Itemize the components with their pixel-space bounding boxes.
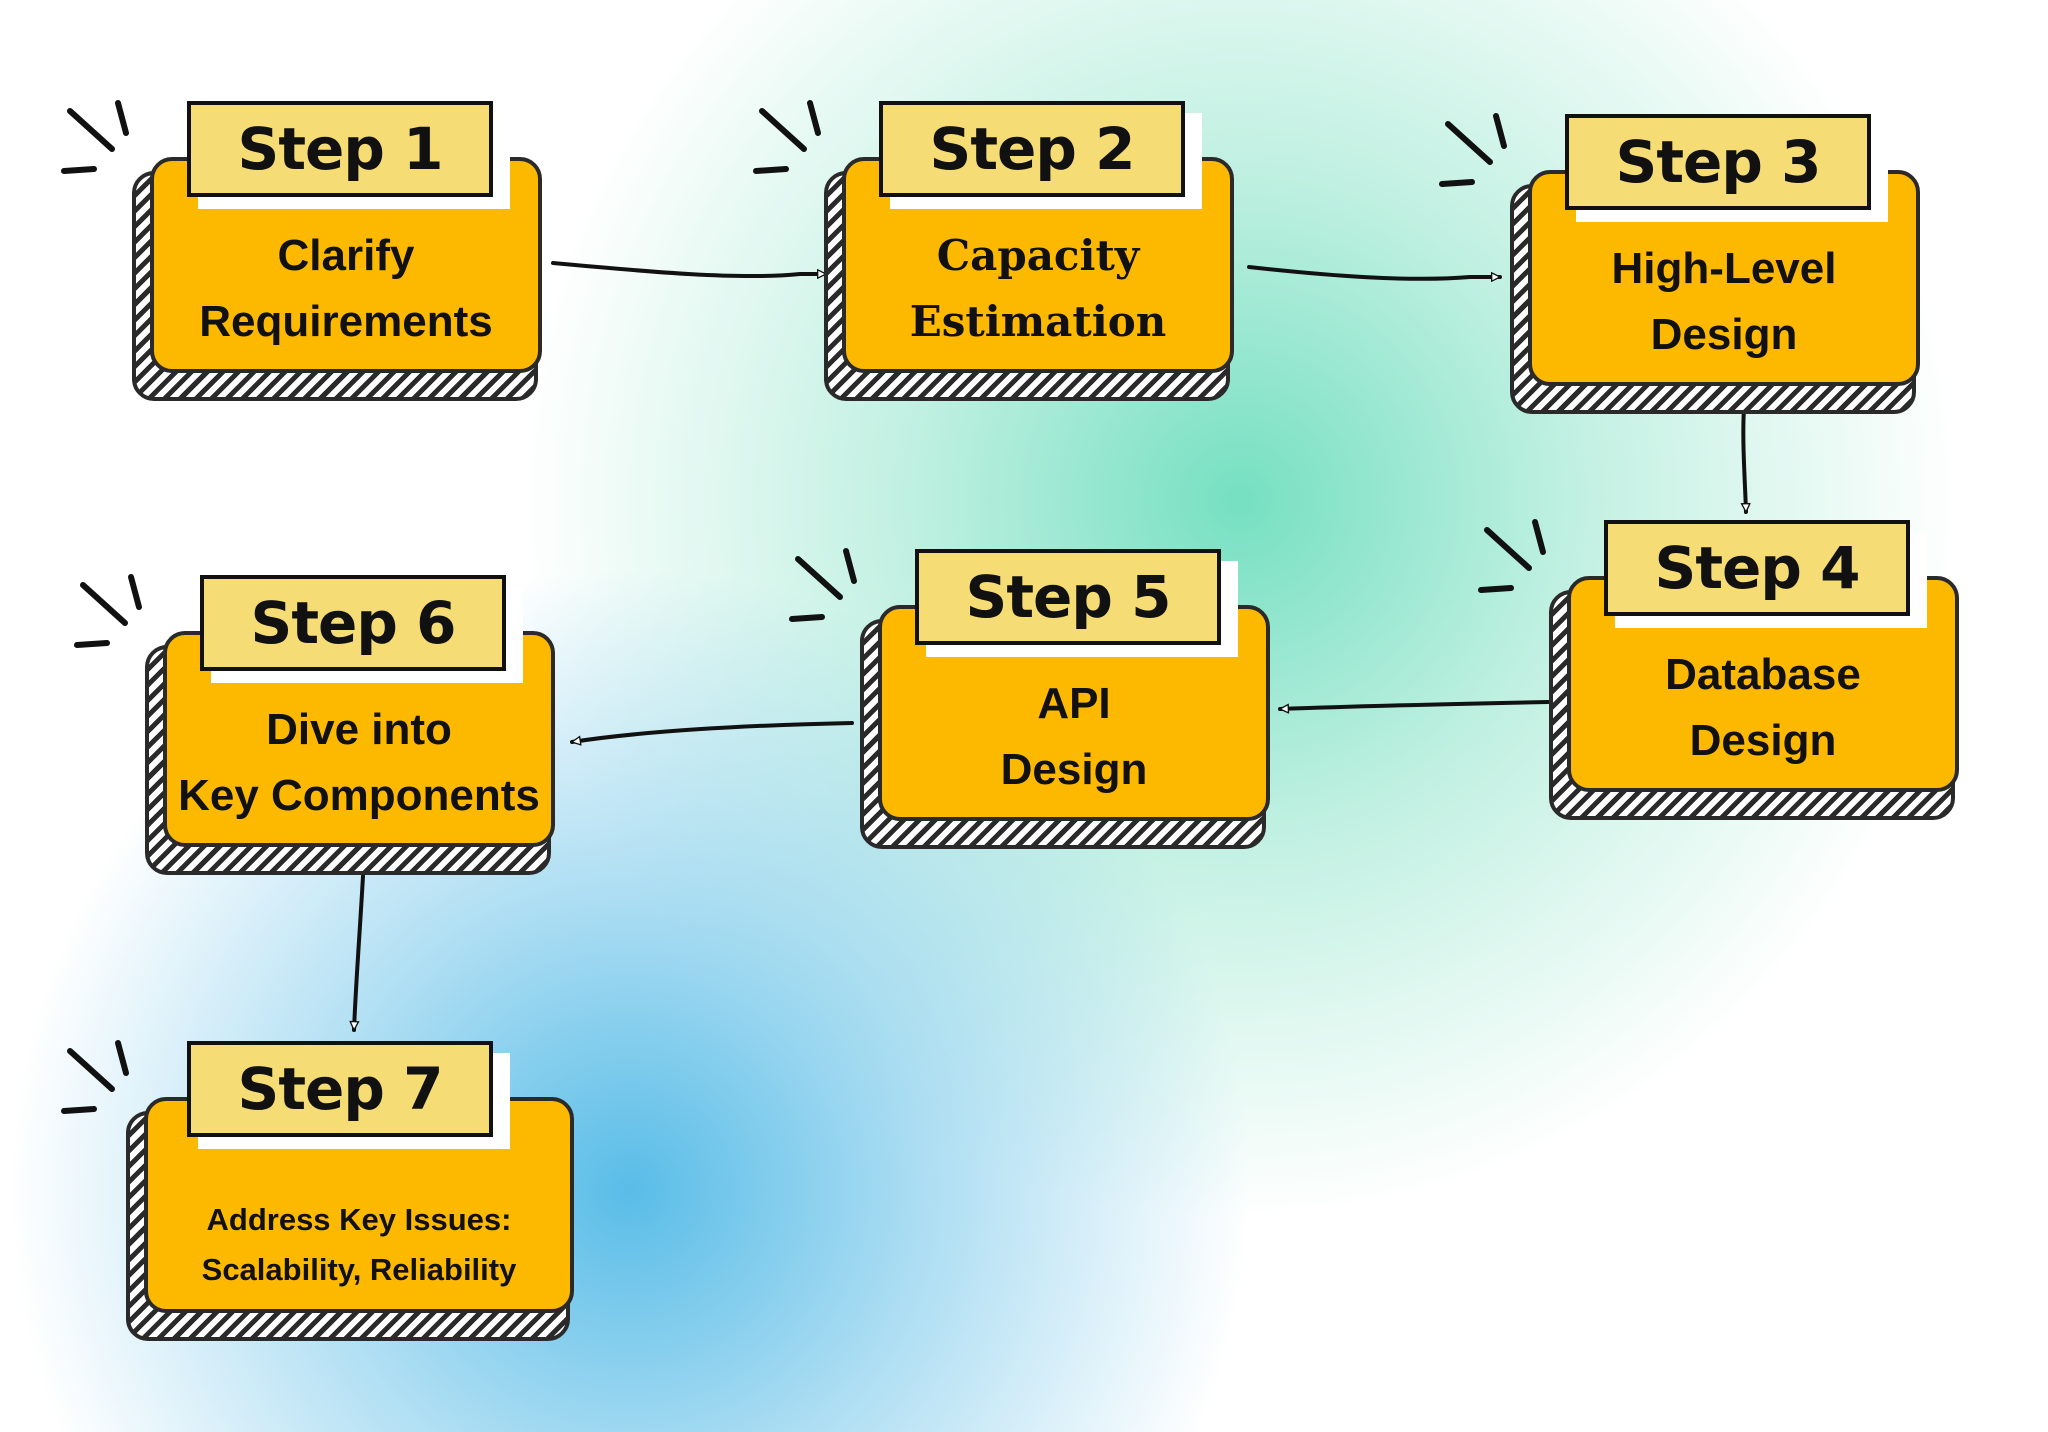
step-label: Step 3 <box>1565 114 1871 210</box>
emphasis-spark-icon <box>61 1040 129 1114</box>
emphasis-spark-icon <box>1478 519 1546 593</box>
step-card-7: Address Key Issues: Scalability, Reliabil… <box>61 1040 590 1341</box>
step-description-line: Design <box>1650 310 1798 359</box>
step-description-line: Key Components <box>178 771 540 820</box>
step-description-line: Estimation <box>909 297 1167 346</box>
step-description-line: Dive into <box>266 705 452 754</box>
arrow-step1-to-step2 <box>551 261 828 276</box>
emphasis-spark-icon <box>753 100 821 174</box>
emphasis-spark-icon <box>74 574 142 648</box>
step-description: Address Key Issues: Scalability, Reliabil… <box>202 1195 517 1295</box>
step-description-line: High-Level <box>1611 244 1837 293</box>
step-description-line: Clarify <box>277 231 415 280</box>
arrow-step2-to-step3 <box>1247 265 1502 279</box>
step-label: Step 1 <box>187 101 493 197</box>
step-description-line: Scalability, Reliability <box>201 1252 517 1287</box>
step-label: Step 6 <box>200 575 506 671</box>
step-description-line: Capacity <box>936 231 1140 280</box>
step-card-5: API Design Step 5 <box>789 548 1318 849</box>
step-description-line: API <box>1037 679 1111 728</box>
arrow-step5-to-step6 <box>570 721 854 742</box>
step-label: Step 5 <box>915 549 1221 645</box>
step-description: API Design <box>1001 671 1148 803</box>
step-label: Step 7 <box>187 1041 493 1137</box>
emphasis-spark-icon <box>1439 113 1507 187</box>
arrow-step6-to-step7 <box>354 874 365 1032</box>
step-description-line: Address Key Issues: <box>206 1202 512 1237</box>
step-description-line: Requirements <box>199 297 493 346</box>
arrow-step4-to-step5 <box>1278 700 1550 709</box>
step-label: Step 2 <box>879 101 1185 197</box>
emphasis-spark-icon <box>789 548 857 622</box>
step-description-line: Design <box>1000 745 1148 794</box>
step-description-line: Database <box>1665 650 1861 699</box>
arrow-step3-to-step4 <box>1743 406 1746 514</box>
step-description-line: Design <box>1689 716 1837 765</box>
emphasis-spark-icon <box>61 100 129 174</box>
step-label: Step 4 <box>1604 520 1910 616</box>
